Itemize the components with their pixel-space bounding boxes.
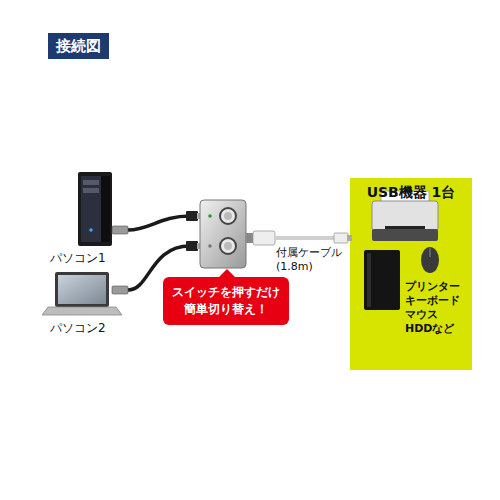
callout-box: スイッチを押すだけ 簡単切り替え！ (163, 277, 289, 325)
diagram-title: 接続図 (48, 33, 109, 59)
node-text: USB機器 1台 (350, 183, 472, 201)
pc-label: パソコン1 (50, 251, 132, 270)
usb-switch (200, 200, 246, 268)
hdd-icon (364, 250, 400, 310)
supplied-cable (246, 231, 352, 245)
node-text: スイッチを押すだけ 簡単切り替え！ (170, 284, 282, 318)
cable-label: 付属ケーブル (1.8m) (276, 246, 350, 274)
callout-pointer (219, 269, 235, 277)
node-body-text: プリンター キーボード マウス HDDなど (405, 280, 469, 336)
tower-pc (78, 172, 112, 246)
device-panel (350, 178, 472, 370)
mouse-icon (421, 247, 439, 273)
pc-label: パソコン2 (50, 321, 132, 340)
node-text: パソコン2 (50, 321, 132, 336)
laptop-pc (42, 272, 122, 315)
node-text: パソコン1 (50, 251, 132, 266)
device-panel: USB機器 1台プリンター キーボード マウス HDDなど (350, 178, 474, 370)
